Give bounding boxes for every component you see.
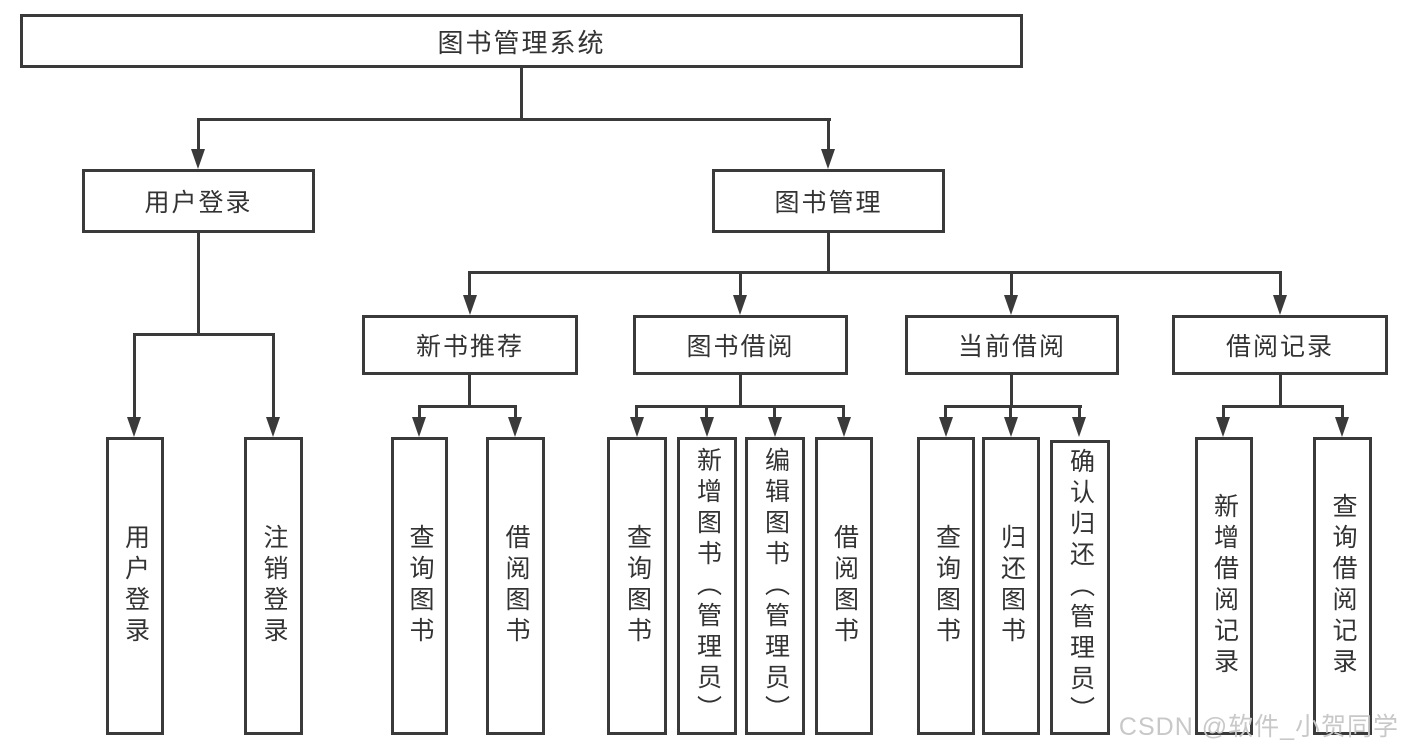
arrow-down-icon bbox=[1072, 417, 1086, 437]
node-user-login: 用户登录 bbox=[82, 169, 315, 233]
csdn-watermark: CSDN @软件_小贺同学 bbox=[1118, 713, 1399, 741]
arrow-down-icon bbox=[127, 417, 141, 437]
connector-line bbox=[520, 68, 523, 120]
connector-line bbox=[197, 118, 831, 121]
leaf-logout: 注销登录 bbox=[244, 437, 303, 735]
arrow-down-icon bbox=[1335, 417, 1349, 437]
leaf-user-login: 用户登录 bbox=[106, 437, 164, 735]
connector-line bbox=[705, 405, 708, 419]
connector-line bbox=[468, 271, 1282, 274]
node-book-borrow: 图书借阅 bbox=[633, 315, 848, 375]
leaf-cb-confirm-return-admin: 确认归还（管理员） bbox=[1050, 440, 1110, 735]
connector-line bbox=[739, 375, 742, 407]
connector-line bbox=[272, 333, 275, 419]
connector-line bbox=[1222, 405, 1344, 408]
connector-line bbox=[944, 405, 1082, 408]
node-book-management: 图书管理 bbox=[712, 169, 945, 233]
arrow-down-icon bbox=[412, 417, 426, 437]
connector-line bbox=[1279, 271, 1282, 297]
arrow-down-icon bbox=[733, 295, 747, 315]
connector-line bbox=[635, 405, 638, 419]
node-borrow-record: 借阅记录 bbox=[1172, 315, 1388, 375]
connector-line bbox=[1279, 375, 1282, 407]
connector-line bbox=[197, 118, 200, 151]
connector-line bbox=[133, 333, 275, 336]
leaf-nbr-borrow-book: 借阅图书 bbox=[486, 437, 545, 735]
connector-line bbox=[944, 405, 947, 419]
connector-line bbox=[842, 405, 845, 419]
connector-line bbox=[827, 118, 830, 151]
arrow-down-icon bbox=[191, 149, 205, 169]
arrow-down-icon bbox=[821, 149, 835, 169]
connector-line bbox=[1009, 405, 1012, 419]
arrow-down-icon bbox=[1216, 417, 1230, 437]
leaf-bb-query-book: 查询图书 bbox=[607, 437, 667, 735]
connector-line bbox=[418, 405, 421, 419]
connector-line bbox=[468, 375, 471, 407]
arrow-down-icon bbox=[768, 417, 782, 437]
arrow-down-icon bbox=[463, 295, 477, 315]
leaf-nbr-query-book: 查询图书 bbox=[391, 437, 448, 735]
arrow-down-icon bbox=[837, 417, 851, 437]
node-library-system: 图书管理系统 bbox=[20, 14, 1023, 68]
connector-line bbox=[1341, 405, 1344, 419]
node-new-book-recommend: 新书推荐 bbox=[362, 315, 578, 375]
connector-line bbox=[468, 271, 471, 297]
node-current-borrow: 当前借阅 bbox=[905, 315, 1119, 375]
arrow-down-icon bbox=[1273, 295, 1287, 315]
leaf-bb-borrow-book: 借阅图书 bbox=[815, 437, 873, 735]
leaf-br-add-record: 新增借阅记录 bbox=[1195, 437, 1253, 735]
connector-line bbox=[1078, 405, 1081, 419]
leaf-cb-query-book: 查询图书 bbox=[917, 437, 975, 735]
arrow-down-icon bbox=[1004, 295, 1018, 315]
connector-line bbox=[514, 405, 517, 419]
arrow-down-icon bbox=[508, 417, 522, 437]
connector-line bbox=[773, 405, 776, 419]
connector-line bbox=[1222, 405, 1225, 419]
connector-line bbox=[1010, 271, 1013, 297]
arrow-down-icon bbox=[266, 417, 280, 437]
leaf-cb-return-book: 归还图书 bbox=[982, 437, 1040, 735]
connector-line bbox=[635, 405, 845, 408]
leaf-bb-edit-book-admin: 编辑图书（管理员） bbox=[745, 437, 805, 735]
connector-line bbox=[197, 233, 200, 335]
arrow-down-icon bbox=[700, 417, 714, 437]
connector-line bbox=[1010, 375, 1013, 407]
connector-line bbox=[418, 405, 517, 408]
connector-line bbox=[739, 271, 742, 297]
connector-line bbox=[133, 333, 136, 419]
arrow-down-icon bbox=[630, 417, 644, 437]
arrow-down-icon bbox=[1004, 417, 1018, 437]
connector-line bbox=[827, 233, 830, 273]
arrow-down-icon bbox=[939, 417, 953, 437]
leaf-bb-add-book-admin: 新增图书（管理员） bbox=[677, 437, 737, 735]
leaf-br-query-record: 查询借阅记录 bbox=[1313, 437, 1372, 735]
